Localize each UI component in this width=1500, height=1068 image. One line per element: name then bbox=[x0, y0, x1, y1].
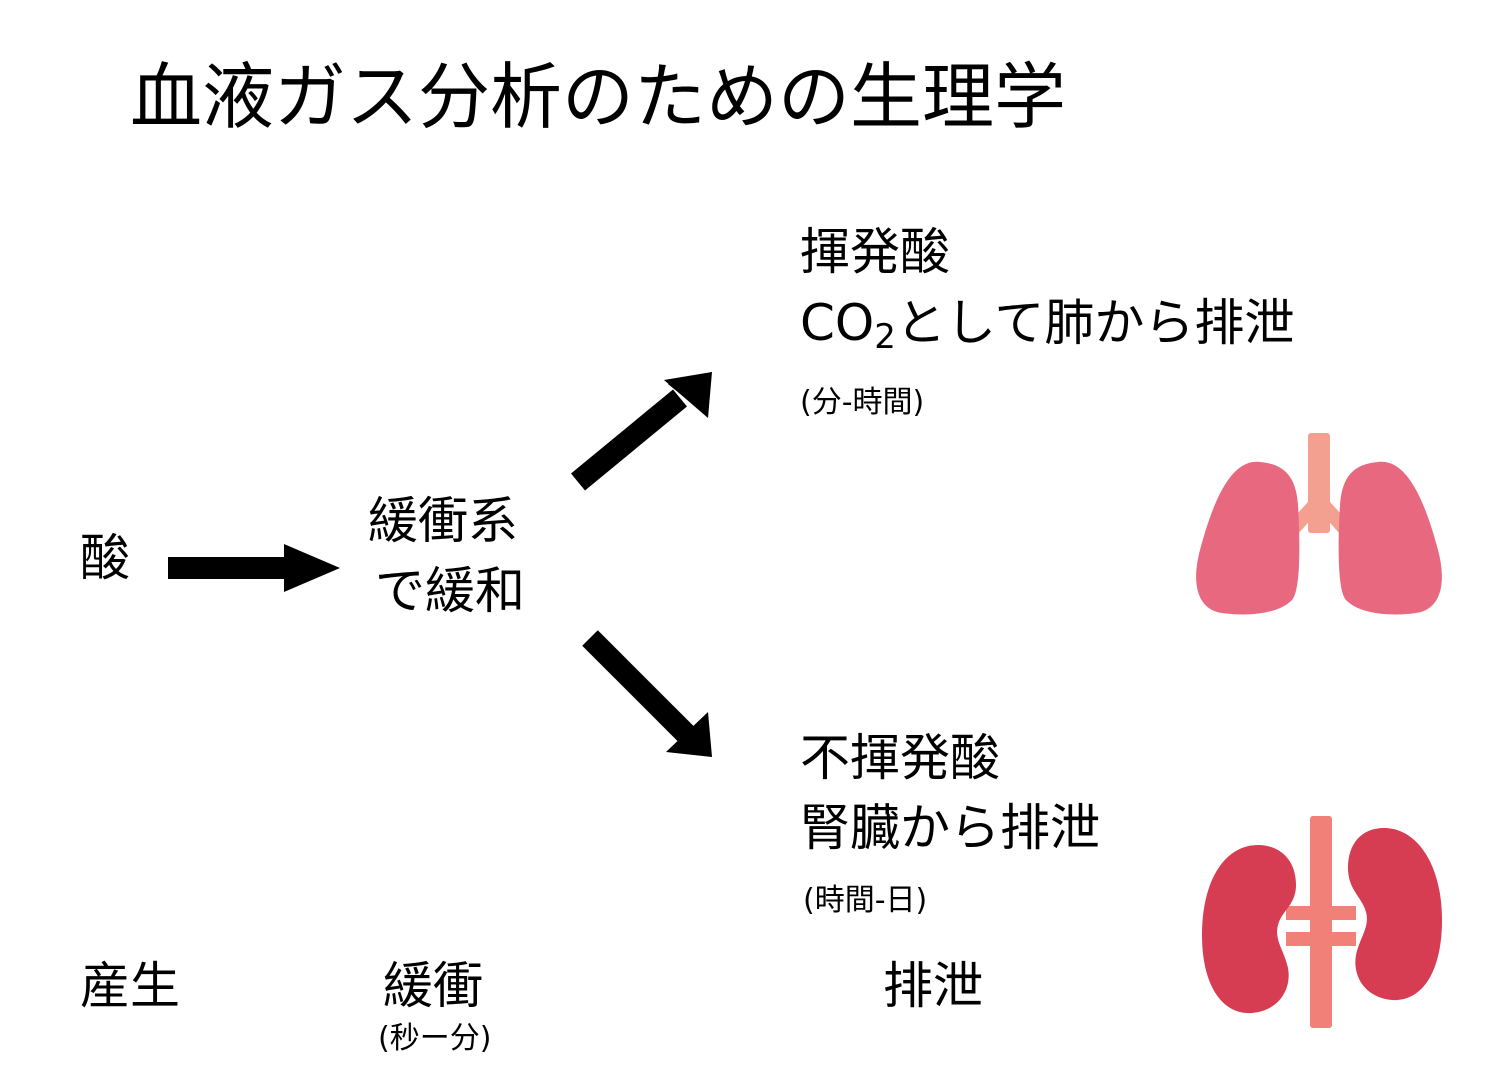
acid-label: 酸 bbox=[80, 529, 130, 587]
arrow-down-right-icon bbox=[582, 630, 712, 757]
kidneys-icon bbox=[1202, 816, 1442, 1028]
volatile-acid-description: CO2として肺から排泄 bbox=[800, 294, 1295, 354]
blood-vessel bbox=[1310, 816, 1332, 1028]
lung-excretion-text: として肺から排泄 bbox=[895, 294, 1295, 352]
nonvolatile-acid-title: 不揮発酸 bbox=[800, 729, 1000, 787]
page-title: 血液ガス分析のための生理学 bbox=[130, 55, 1067, 139]
nonvolatile-acid-timescale: (時間-日) bbox=[803, 883, 928, 918]
subscript-two: 2 bbox=[874, 317, 896, 357]
nonvolatile-acid-description: 腎臓から排泄 bbox=[800, 799, 1100, 857]
buffer-system-label: 緩衝系 bbox=[368, 492, 518, 550]
lungs-icon bbox=[1196, 433, 1442, 615]
left-lung bbox=[1196, 461, 1300, 615]
stage-production-label: 産生 bbox=[80, 957, 180, 1015]
right-kidney bbox=[1348, 828, 1442, 1001]
right-lung bbox=[1338, 461, 1442, 615]
stage-buffering-label: 緩衝 bbox=[383, 957, 483, 1015]
left-kidney bbox=[1202, 845, 1296, 1014]
stage-buffering-timescale: (秒ー分) bbox=[378, 1021, 492, 1056]
arrow-right-icon bbox=[168, 544, 340, 592]
volatile-acid-title: 揮発酸 bbox=[800, 223, 950, 281]
volatile-acid-timescale: (分-時間) bbox=[800, 385, 925, 420]
stage-excretion-label: 排泄 bbox=[883, 957, 983, 1015]
buffer-mitigate-label: で緩和 bbox=[375, 562, 525, 620]
arrow-up-right-icon bbox=[571, 372, 712, 491]
co-text: CO bbox=[800, 294, 875, 352]
